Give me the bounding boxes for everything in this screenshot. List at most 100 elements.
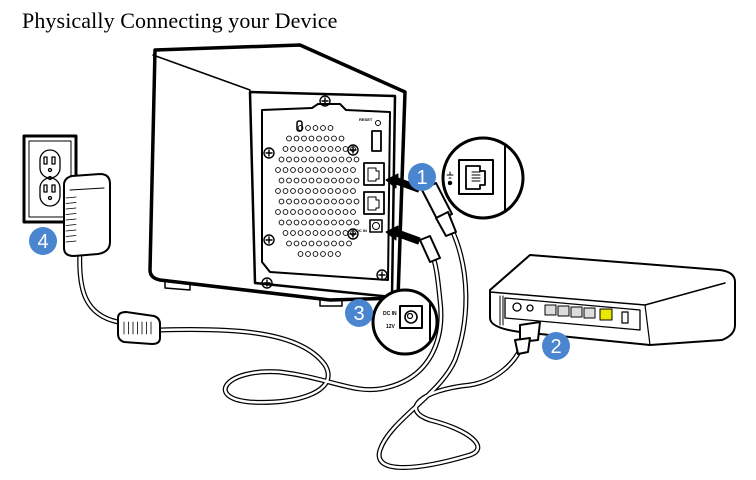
fan-grille: [275, 125, 360, 257]
grille-hole: [316, 219, 322, 226]
power-adapter: [63, 173, 111, 257]
grille-hole: [327, 125, 334, 131]
grille-hole: [342, 188, 349, 194]
grille-hole: [323, 177, 330, 184]
grille-hole: [286, 240, 292, 247]
grille-hole: [301, 156, 307, 163]
grille-hole: [286, 177, 292, 184]
ethernet-port-callout: [441, 136, 525, 220]
ethernet-cable: [376, 227, 523, 470]
grille-hole: [338, 198, 345, 205]
grille-hole: [305, 251, 311, 257]
adapter-rib: [65, 213, 77, 215]
grille-hole: [327, 230, 334, 236]
dc-in-label: DC IN: [356, 228, 367, 233]
usb-port: [371, 130, 382, 152]
grille-hole: [301, 240, 307, 247]
grille-hole: [293, 198, 300, 205]
svg-text:4: 4: [37, 231, 48, 253]
grille-hole: [275, 188, 281, 194]
grille-hole: [350, 188, 356, 194]
page-title: Physically Connecting your Device: [22, 8, 338, 33]
grille-hole: [335, 230, 341, 236]
adapter-rib: [65, 202, 77, 204]
grille-hole: [320, 230, 326, 236]
grille-hole: [297, 251, 304, 257]
ferrite-bead: [117, 311, 161, 345]
grille-hole: [308, 219, 315, 226]
adapter-rib: [65, 240, 77, 243]
grille-hole: [278, 198, 285, 205]
step-badge-3: 3: [345, 299, 373, 327]
grille-hole: [327, 188, 334, 194]
adapter-rib: [65, 196, 77, 199]
grille-hole: [323, 156, 330, 163]
grille-hole: [316, 156, 322, 163]
grille-hole: [308, 198, 315, 205]
grille-hole: [308, 156, 315, 163]
grille-hole: [282, 209, 289, 215]
grille-hole: [293, 219, 300, 226]
grille-hole: [275, 167, 281, 173]
reset-label: RESET: [359, 117, 373, 122]
grille-hole: [335, 209, 341, 215]
grille-hole: [301, 135, 307, 142]
grille-hole: [316, 240, 322, 247]
grille-hole: [331, 135, 337, 142]
grille-hole: [342, 209, 349, 215]
grille-hole: [290, 146, 296, 152]
grille-hole: [305, 188, 311, 194]
grille-hole: [327, 146, 334, 152]
grille-hole: [342, 167, 349, 173]
grille-hole: [297, 209, 304, 215]
grille-hole: [353, 219, 360, 226]
ethernet-port-1: [363, 162, 385, 186]
grille-hole: [320, 188, 326, 194]
grille-hole: [297, 146, 304, 152]
grille-hole: [353, 177, 360, 184]
grille-hole: [286, 219, 292, 226]
dc-in-port: [369, 219, 383, 233]
adapter-rib: [65, 218, 77, 221]
grille-hole: [327, 167, 334, 173]
grille-hole: [320, 209, 326, 215]
adapter-rib: [65, 229, 77, 232]
router: [489, 254, 736, 346]
grille-hole: [293, 135, 300, 142]
grille-hole: [286, 135, 292, 142]
grille-hole: [320, 251, 326, 257]
svg-text:1: 1: [416, 167, 427, 189]
grille-hole: [308, 240, 315, 247]
nas-device: [148, 43, 407, 307]
svg-text:2: 2: [550, 336, 561, 358]
power-plug: [419, 235, 441, 263]
grille-hole: [320, 125, 326, 131]
grille-hole: [286, 156, 292, 163]
grille-hole: [301, 177, 307, 184]
grille-hole: [335, 251, 341, 257]
grille-hole: [290, 230, 296, 236]
step-badge-2: 2: [542, 332, 570, 360]
grille-hole: [290, 209, 296, 215]
grille-hole: [346, 240, 352, 247]
dc-in-callout: [371, 288, 439, 356]
callout-dc-in-label: DC IN: [383, 311, 397, 317]
grille-hole: [353, 198, 360, 205]
grille-hole: [316, 177, 322, 184]
grille-hole: [282, 167, 289, 173]
grille-hole: [312, 230, 319, 236]
grille-hole: [278, 177, 285, 184]
grille-hole: [323, 135, 330, 142]
grille-hole: [297, 230, 304, 236]
grille-hole: [275, 209, 281, 215]
grille-hole: [327, 251, 334, 257]
grille-hole: [353, 156, 360, 163]
grille-hole: [316, 135, 322, 142]
grille-hole: [282, 146, 289, 152]
grille-hole: [338, 240, 345, 247]
grille-hole: [312, 125, 319, 131]
grille-hole: [338, 135, 345, 142]
adapter-rib: [65, 235, 77, 237]
grille-hole: [282, 230, 289, 236]
